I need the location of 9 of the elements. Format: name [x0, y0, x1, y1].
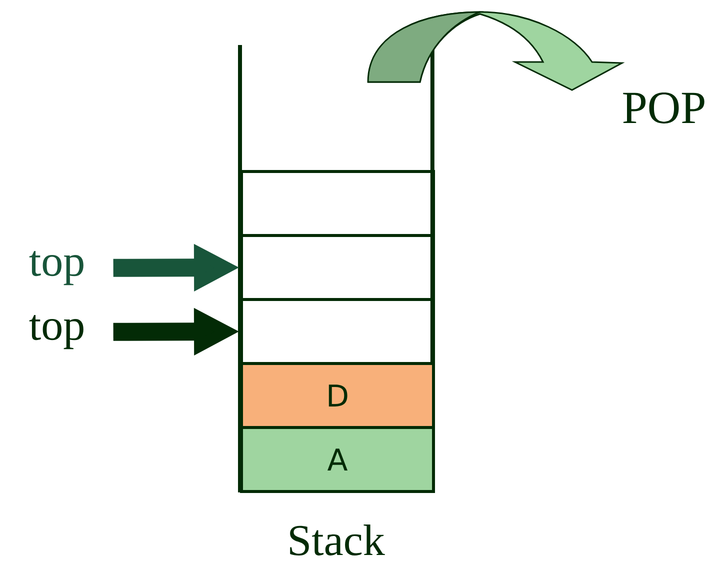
- empty-slot: [240, 234, 435, 301]
- pointer-label: top: [29, 250, 84, 286]
- edge-label: POP: [623, 92, 704, 124]
- stack-cell: D: [240, 362, 435, 429]
- pointer-label: top: [29, 314, 84, 350]
- empty-slot: [240, 170, 435, 237]
- stack-label: Stack: [290, 524, 385, 556]
- stack-cell: A: [240, 426, 435, 493]
- curved-arrow: [367, 11, 623, 91]
